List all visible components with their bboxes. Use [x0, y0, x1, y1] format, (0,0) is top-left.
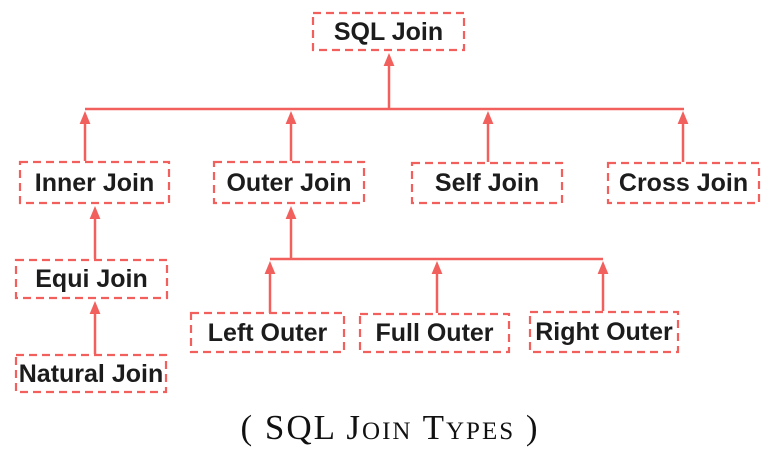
node-label-sql-join: SQL Join: [333, 17, 444, 46]
arrow-head-equi-join-to-inner-join: [89, 206, 101, 219]
node-label-full-outer: Full Outer: [375, 319, 494, 347]
node-inner-join: Inner Join: [19, 161, 170, 204]
node-outer-join: Outer Join: [213, 161, 365, 204]
node-label-natural-join: Natural Join: [18, 359, 164, 388]
node-border-sql-join: [311, 11, 466, 52]
node-natural-join: Natural Join: [15, 354, 167, 393]
node-label-cross-join: Cross Join: [618, 169, 749, 197]
arrow-head-left-outer-to-outer-subtree-bar: [264, 261, 276, 274]
node-border-full-outer: [358, 312, 511, 354]
arrow-head-cross-join-to-level-2-bar: [677, 111, 689, 124]
node-border-self-join: [410, 161, 564, 205]
node-self-join: Self Join: [411, 162, 563, 204]
node-label-right-outer: Right Outer: [535, 318, 673, 346]
node-label-left-outer: Left Outer: [207, 318, 328, 347]
node-label-self-join: Self Join: [434, 169, 540, 197]
arrow-head-outer-join-to-level-2-bar: [285, 111, 297, 124]
node-sql-join: SQL Join: [312, 12, 465, 51]
node-label-equi-join: Equi Join: [35, 265, 148, 293]
node-label-inner-join: Inner Join: [34, 168, 155, 197]
arrow-head-natural-join-to-equi-join: [89, 301, 101, 314]
node-label-outer-join: Outer Join: [226, 168, 352, 197]
node-right-outer: Right Outer: [529, 311, 679, 353]
arrow-head-right-outer-to-outer-subtree-bar: [597, 261, 609, 274]
node-left-outer: Left Outer: [190, 312, 345, 353]
arrow-head-self-join-to-level-2-bar: [482, 111, 494, 124]
node-full-outer: Full Outer: [359, 313, 510, 353]
node-border-equi-join: [14, 258, 169, 300]
arrow-head-inner-join-to-level-2-bar: [79, 111, 91, 124]
node-cross-join: Cross Join: [607, 162, 760, 204]
node-border-inner-join: [18, 160, 171, 205]
node-border-outer-join: [212, 160, 366, 205]
node-border-cross-join: [606, 161, 761, 205]
diagram-caption: ( SQL Join Types ): [240, 408, 540, 447]
arrow-head-level-2-bar-to-sql-join: [383, 53, 395, 66]
node-border-natural-join: [14, 353, 168, 394]
node-border-left-outer: [189, 311, 346, 354]
node-equi-join: Equi Join: [15, 259, 168, 299]
node-border-right-outer: [528, 310, 680, 354]
arrow-head-outer-subtree-bar-to-outer-join: [285, 206, 297, 219]
arrow-head-full-outer-to-outer-subtree-bar: [431, 261, 443, 274]
